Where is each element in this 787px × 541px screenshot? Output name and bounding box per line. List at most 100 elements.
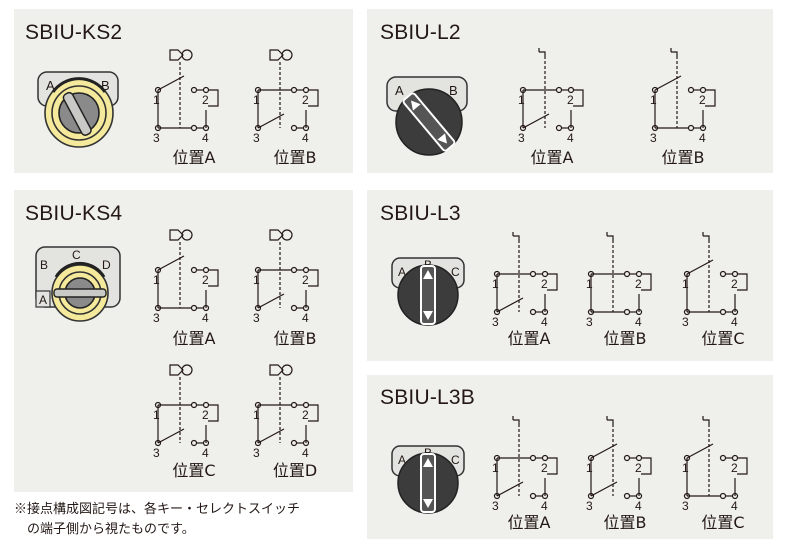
footnote: ※接点構成図記号は、各キー・セレクトスイッチ の端子側から視たものです。: [14, 500, 300, 540]
terminal-number: 3: [153, 446, 160, 460]
terminal-number: 3: [586, 499, 593, 513]
terminal-number: 4: [567, 131, 574, 145]
ks2-label-a: A: [46, 78, 55, 93]
terminal-number: 1: [492, 277, 499, 291]
terminal-number: 3: [682, 315, 689, 329]
l3b-label-c: C: [451, 453, 460, 467]
terminal-number: 4: [202, 131, 209, 145]
terminal-number: 3: [492, 499, 499, 513]
terminal-number: 4: [302, 311, 309, 325]
terminal-number: 1: [682, 277, 689, 291]
terminal-number: 1: [586, 461, 593, 475]
terminal-number: 2: [731, 461, 738, 475]
terminal-number: 4: [731, 315, 738, 329]
terminal-number: 1: [586, 277, 593, 291]
terminal-number: 3: [253, 446, 260, 460]
l3b-contact-a-selector-actuator-icon: [512, 416, 520, 424]
terminal-number: 2: [541, 461, 548, 475]
title-sbiu-l2: SBIU-L2: [380, 21, 461, 44]
terminal-number: 4: [635, 315, 642, 329]
terminal-number: 2: [541, 277, 548, 291]
terminal-number: 2: [567, 93, 574, 107]
ks4-contact-c-key-actuator-icon: [169, 364, 184, 376]
l2-contact-b-selector-actuator-icon: [670, 48, 678, 56]
ks2-contact-a-key-actuator-icon: [169, 49, 184, 61]
l2-contact-a-selector-actuator-icon: [538, 48, 546, 56]
terminal-number: 2: [635, 277, 642, 291]
l2-label-b: B: [449, 83, 458, 98]
l3-label-a: A: [398, 265, 406, 279]
terminal-number: 2: [202, 273, 209, 287]
l3-contact-b-selector-actuator-icon: [606, 232, 614, 240]
terminal-number: 3: [682, 499, 689, 513]
l3b-position-c-label: 位置C: [701, 513, 745, 532]
terminal-number: 1: [253, 408, 260, 422]
ks4-position-c-label: 位置C: [172, 461, 216, 480]
terminal-number: 2: [302, 273, 309, 287]
terminal-number: 3: [650, 131, 657, 145]
ks2-contact-b-key-actuator-icon: [269, 49, 284, 61]
terminal-number: 2: [302, 93, 309, 107]
ks4-contact-a-key-actuator-icon: [169, 229, 184, 241]
terminal-number: 2: [202, 93, 209, 107]
ks4-position-b-label: 位置B: [273, 329, 317, 348]
terminal-number: 4: [302, 446, 309, 460]
terminal-number: 2: [302, 408, 309, 422]
terminal-number: 1: [650, 93, 657, 107]
terminal-number: 2: [202, 408, 209, 422]
terminal-number: 4: [302, 131, 309, 145]
l2-position-b-label: 位置B: [661, 148, 705, 167]
selector-switch-l3b-illustration: A B C: [391, 445, 465, 514]
ks2-label-b: B: [101, 78, 110, 93]
key-switch-ks4-illustration: B C D A: [35, 246, 121, 322]
l3-position-b-label: 位置B: [603, 329, 647, 348]
terminal-number: 3: [586, 315, 593, 329]
l2-label-a: A: [395, 83, 404, 98]
l3b-label-a: A: [398, 453, 406, 467]
terminal-number: 1: [253, 273, 260, 287]
ks4-contact-d-key-actuator-icon: [269, 364, 284, 376]
terminal-number: 3: [253, 311, 260, 325]
ks2-position-b-label: 位置B: [273, 148, 317, 167]
terminal-number: 4: [541, 499, 548, 513]
l3-position-c-label: 位置C: [701, 329, 745, 348]
key-switch-ks2-illustration: A B: [37, 71, 119, 148]
l2-position-a-label: 位置A: [530, 148, 574, 167]
selector-switch-l3-illustration: A B C: [391, 257, 465, 326]
title-sbiu-ks2: SBIU-KS2: [25, 21, 123, 44]
l3b-contact-b-selector-actuator-icon: [606, 416, 614, 424]
l3-contact-b-diagram: 1 2 3 4: [586, 232, 652, 329]
ks2-position-a-label: 位置A: [172, 148, 216, 167]
terminal-number: 4: [202, 446, 209, 460]
title-sbiu-l3b: SBIU-L3B: [380, 386, 475, 409]
ks4-contact-c-diagram: 1 2 3 4: [153, 364, 219, 460]
footnote-line-2: の端子側から視たものです。: [27, 522, 195, 537]
ks4-label-c: C: [72, 248, 81, 262]
terminal-number: 4: [731, 499, 738, 513]
terminal-number: 3: [153, 131, 160, 145]
l3b-position-a-label: 位置A: [507, 513, 551, 532]
terminal-number: 2: [731, 277, 738, 291]
terminal-number: 1: [492, 461, 499, 475]
ks4-position-a-label: 位置A: [172, 329, 216, 348]
l3-contact-a-selector-actuator-icon: [512, 232, 520, 240]
ks4-label-b: B: [40, 258, 48, 272]
l3b-contact-c-selector-actuator-icon: [702, 416, 710, 424]
title-sbiu-l3: SBIU-L3: [380, 202, 461, 225]
l3b-contact-a-diagram: 1 2 3 4: [492, 416, 558, 513]
ks4-position-d-label: 位置D: [272, 461, 318, 480]
l3-contact-c-diagram: 1 2 3 4: [682, 232, 748, 329]
ks4-contact-d-diagram: 1 2 3 4: [253, 364, 319, 460]
l3-contact-c-selector-actuator-icon: [702, 232, 710, 240]
terminal-number: 1: [153, 408, 160, 422]
terminal-number: 1: [518, 93, 525, 107]
terminal-number: 4: [202, 311, 209, 325]
ks4-label-a: A: [39, 293, 47, 307]
l3b-position-b-label: 位置B: [603, 513, 647, 532]
